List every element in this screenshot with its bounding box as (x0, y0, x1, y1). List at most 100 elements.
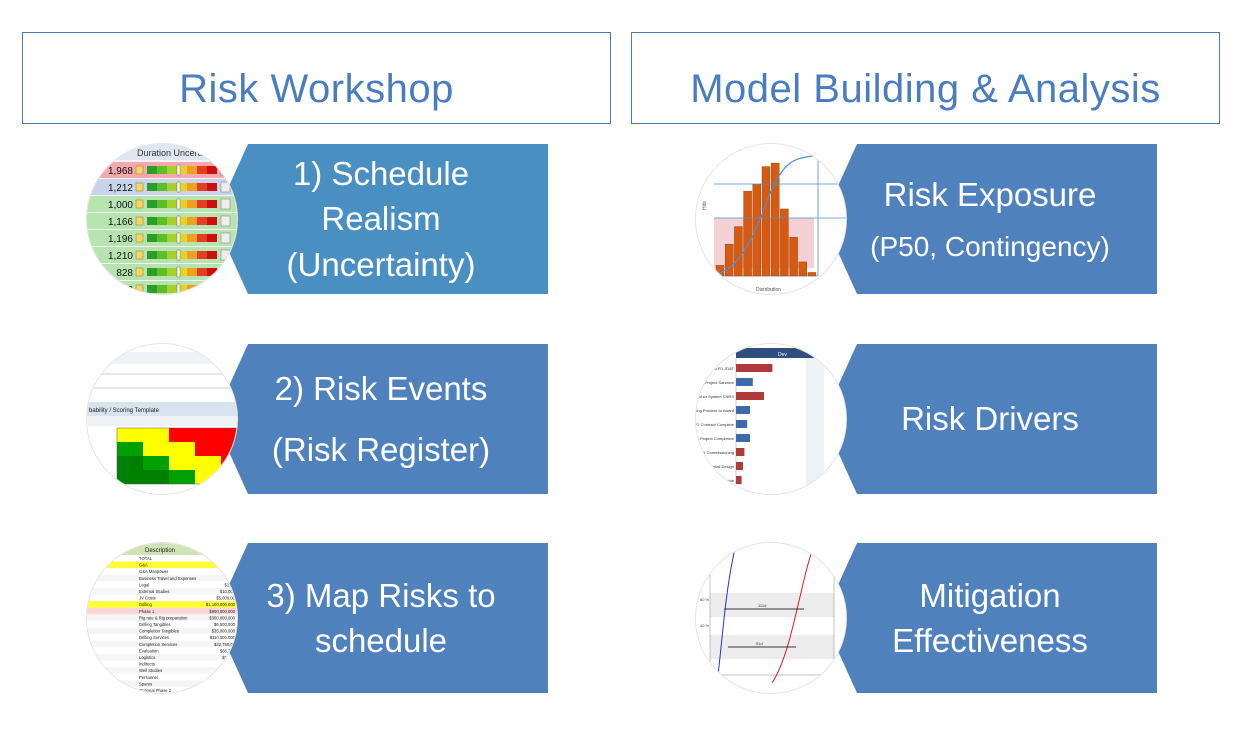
folder-icon (135, 250, 144, 260)
table-row (87, 654, 237, 661)
cumulative-curves-icon: 80 % 40 % 111d 51d (696, 543, 846, 693)
tornado-bar (736, 364, 773, 372)
uncertainty-slider-segment (157, 200, 167, 208)
wbs-description: Completion Tangibles (139, 629, 179, 634)
uncertainty-slider-segment (187, 200, 197, 208)
uncertainty-slider-segment (177, 200, 187, 208)
folder-icon (135, 267, 144, 277)
table-row (87, 647, 237, 654)
uncertainty-slider-segment (207, 234, 217, 242)
uncertainty-slider-segment (157, 217, 167, 225)
histogram-bar (725, 244, 734, 277)
uncertainty-slider-segment (207, 200, 217, 208)
table-row (87, 621, 237, 628)
slider-handle (176, 283, 181, 294)
wbs-description: Legal (139, 582, 149, 587)
register-header: bability / Scoring Template (89, 408, 160, 414)
wbs-description: G&A (139, 563, 148, 568)
uncertainty-slider-segment (157, 285, 167, 293)
table-row (87, 640, 237, 648)
table-row (87, 614, 237, 621)
table-row (87, 588, 237, 595)
folder-icon (135, 165, 144, 175)
tornado-bar (736, 420, 748, 428)
mitigation-banner: Mitigation Effectiveness (823, 543, 1157, 693)
uncertainty-slider-segment (147, 183, 157, 191)
uncertainty-slider-segment (157, 268, 167, 276)
table-row (87, 581, 237, 588)
model-building-title: Model Building & Analysis (690, 66, 1161, 111)
grid-icon (220, 181, 231, 193)
uncertainty-slider-segment (207, 166, 217, 174)
uncertainty-slider-segment (167, 234, 177, 242)
wbs-value: $5,000,00 (216, 596, 235, 601)
histogram-bar (780, 208, 789, 277)
wbs-description: Phase 1 (139, 609, 155, 614)
uncertainty-slider-segment (157, 166, 167, 174)
uncertainty-slider-segment (157, 234, 167, 242)
wbs-description: Business Travel and Expenses (139, 576, 196, 581)
curve-y-label: 80 % (700, 597, 710, 602)
uncertainty-slider-segment (187, 268, 197, 276)
tornado-label: cting Process to Award (696, 408, 734, 413)
tornado-label: Hole (726, 478, 735, 483)
uncertainty-slider-segment (167, 217, 177, 225)
table-row (87, 667, 237, 674)
tornado-bar (736, 476, 742, 484)
tornado-bar (736, 462, 743, 470)
uncertainty-slider-segment (197, 166, 207, 174)
slider-handle (176, 198, 181, 210)
wbs-description: Drilling Services (139, 635, 169, 640)
step-label: Risk Exposure (883, 175, 1097, 213)
histogram-bar (715, 265, 725, 277)
table-row (87, 687, 237, 693)
distribution-histogram-icon: Distribution Hits (696, 144, 846, 294)
wbs-description: Spares (139, 681, 152, 686)
uncertainty-slider-segment (177, 166, 187, 174)
uncertainty-slider-segment (167, 268, 177, 276)
histogram-bar (734, 226, 743, 277)
folder-icon (135, 233, 144, 243)
uncertainty-slider-segment (207, 268, 217, 276)
uncertainty-slider-segment (197, 200, 207, 208)
slider-handle (176, 232, 181, 244)
wbs-value: $300,000,000 (209, 615, 235, 620)
uncertainty-slider-segment (187, 234, 197, 242)
uncertainty-slider-segment (207, 251, 217, 259)
wbs-value: $110,000,000 (210, 635, 236, 640)
histogram-bar (789, 236, 798, 277)
wbs-value: $35,000,000 (212, 629, 236, 634)
duration-value: 828 (116, 268, 133, 279)
wbs-value: $1,100,000,000 (206, 602, 236, 607)
grid-icon (220, 232, 231, 244)
uncertainty-slider-segment (207, 285, 217, 293)
table-row (87, 673, 237, 681)
uncertainty-slider-segment (177, 217, 187, 225)
slider-handle (176, 215, 181, 227)
uncertainty-slider-segment (187, 166, 197, 174)
histogram-bar (770, 162, 780, 277)
curve-y-label: 40 % (700, 623, 710, 628)
map-risks-banner: 3) Map Risks to schedule (214, 543, 548, 693)
step-label: (Uncertainty) (286, 245, 476, 283)
duration-value: 1,210 (108, 251, 133, 262)
step-label: schedule (314, 622, 448, 659)
wbs-description: G&A Manpower (139, 569, 169, 574)
table-row (87, 561, 237, 569)
wbs-description: Rig rate & Rig preparation (139, 615, 188, 620)
uncertainty-slider-segment (187, 217, 197, 225)
uncertainty-slider-segment (167, 200, 177, 208)
table-row (87, 680, 237, 687)
table-row (87, 660, 237, 668)
step-label: 2) Risk Events (274, 369, 488, 407)
duration-value: 1,968 (108, 166, 133, 177)
uncertainty-slider-segment (147, 234, 157, 242)
model-building-header: Model Building & Analysis (631, 32, 1220, 124)
grid-icon (220, 198, 231, 210)
histogram-bar (807, 272, 817, 277)
grid-icon (220, 164, 231, 176)
grid-icon (220, 215, 231, 227)
tornado-label: uo R1 JDAT (713, 366, 735, 371)
uncertainty-slider-segment (177, 234, 187, 242)
